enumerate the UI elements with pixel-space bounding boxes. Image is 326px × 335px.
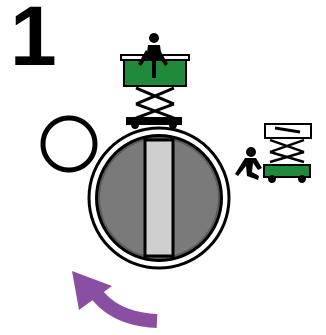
lift-ground-control-icon bbox=[235, 124, 311, 183]
lift-platform-control-icon bbox=[121, 33, 189, 129]
counterclockwise-arrow-icon bbox=[72, 271, 157, 321]
key-switch-icon bbox=[89, 128, 229, 268]
circle-off-icon bbox=[43, 118, 95, 170]
